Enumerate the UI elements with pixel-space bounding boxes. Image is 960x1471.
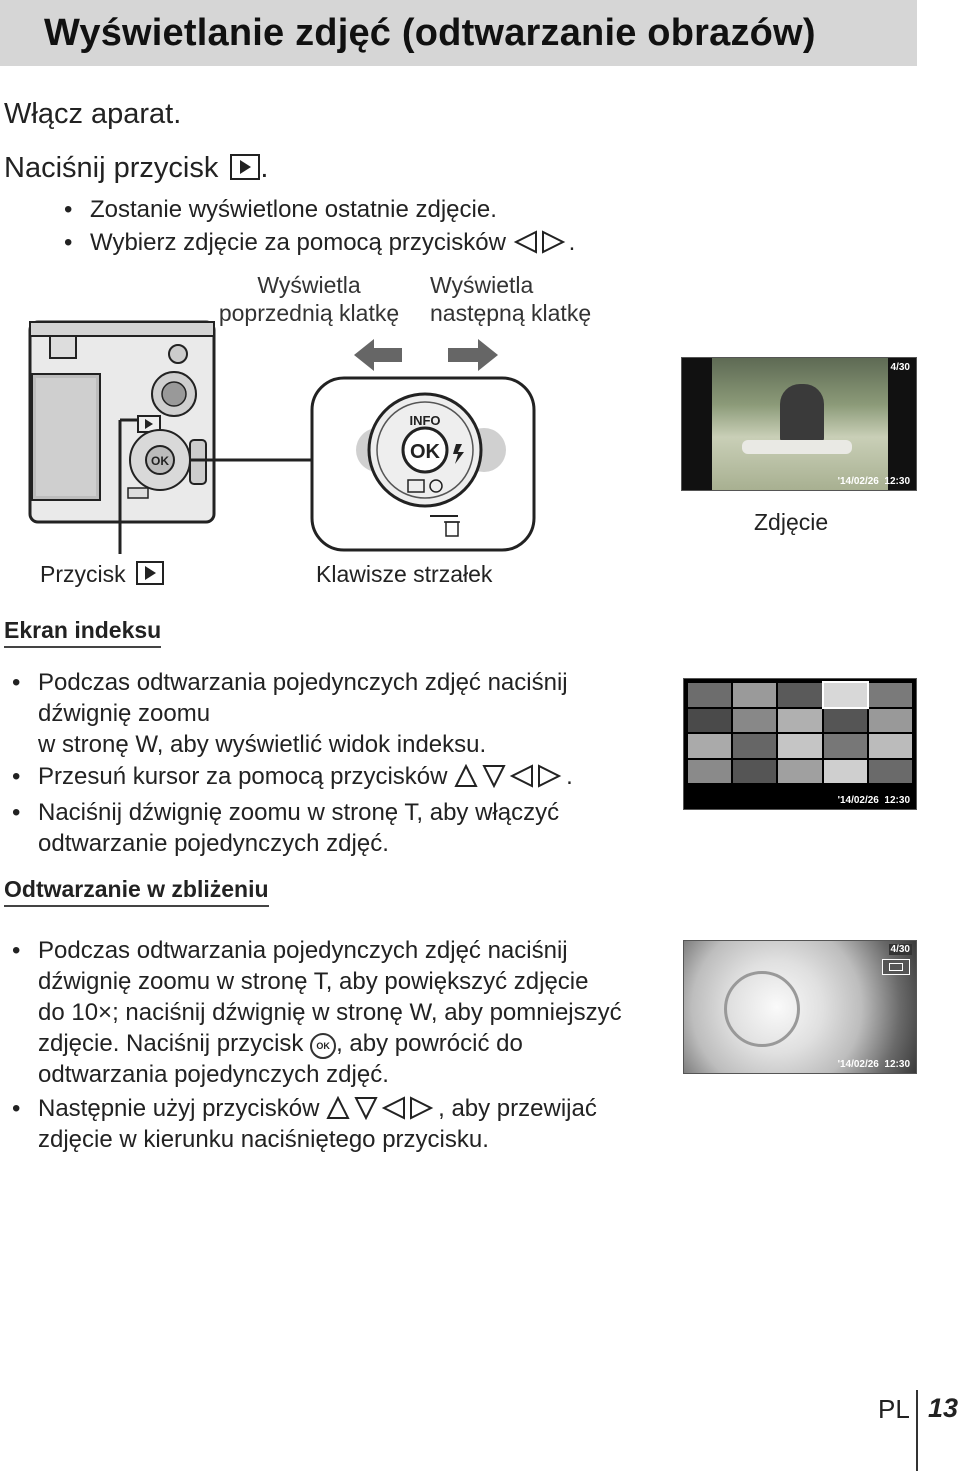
title-bar [0, 0, 917, 66]
zoom-position-icon [882, 959, 910, 975]
page-number: 13 [928, 1393, 959, 1423]
play-button-icon [136, 561, 165, 585]
step-bullet-text: Wybierz zdjęcie za pomocą przycisków [90, 229, 506, 256]
zoom-screen: 4/30 '14/02/26 12:30 [683, 940, 917, 1074]
footer-language: PL [878, 1394, 910, 1424]
zoom-bullet: • Następnie użyj przycisków , aby przewi… [12, 1095, 597, 1153]
section-heading-index: Ekran indeksu [4, 617, 162, 648]
index-bullet: • Podczas odtwarzania pojedynczych zdjęć… [12, 669, 568, 758]
step-2-text: Naciśnij przycisk [4, 152, 219, 184]
svg-text:INFO: INFO [409, 413, 440, 428]
next-frame-label: Wyświetla następną klatkę [430, 272, 592, 326]
svg-text:OK: OK [151, 454, 169, 468]
footer-divider [916, 1390, 918, 1471]
svg-text:OK: OK [410, 441, 441, 463]
index-screen: '14/02/26 12:30 [683, 678, 917, 810]
photo-caption: Zdjęcie [754, 509, 829, 535]
index-bullet: •Przesuń kursor za pomocą przycisków . [12, 763, 573, 790]
single-photo-screen: 4/30 '14/02/26 12:30 [681, 357, 917, 491]
zoom-bullet: • Podczas odtwarzania pojedynczych zdjęć… [12, 937, 622, 1088]
index-timestamp: '14/02/26 12:30 [837, 795, 910, 806]
step-2: Naciśnij przycisk . [4, 152, 268, 185]
direction-arrows-icon [354, 339, 498, 371]
photo-timestamp: '14/02/26 12:30 [837, 476, 910, 487]
four-way-arrows-icon [454, 763, 562, 789]
step-1: Włącz aparat. [4, 98, 182, 130]
ok-button-icon: OK [310, 1033, 337, 1059]
section-heading-zoom: Odtwarzanie w zbliżeniu [4, 876, 269, 907]
step-bullet-text: Zostanie wyświetlone ostatnie zdjęcie. [90, 196, 497, 223]
frame-counter: 4/30 [888, 944, 912, 955]
frame-counter: 4/30 [890, 362, 910, 373]
zoom-timestamp: '14/02/26 12:30 [837, 1059, 910, 1070]
step-bullet: •Wybierz zdjęcie za pomocą przycisków . [64, 229, 576, 256]
index-bullet: • Naciśnij dźwignię zoomu w stronę T, ab… [12, 799, 560, 857]
camera-back-diagram: OK OK INFO [28, 320, 536, 554]
play-button-caption: Przycisk [40, 561, 165, 588]
four-way-arrows-icon [326, 1095, 434, 1121]
left-right-arrows-icon [513, 230, 565, 254]
step-bullet: •Zostanie wyświetlone ostatnie zdjęcie. [64, 196, 497, 223]
step-2-period: . [260, 152, 269, 184]
arrow-keys-caption: Klawisze strzałek [316, 561, 493, 587]
play-button-icon [230, 154, 261, 180]
prev-frame-label: Wyświetla poprzednią klatkę [218, 272, 400, 326]
page-title: Wyświetlanie zdjęć (odtwarzanie obrazów) [44, 12, 816, 54]
